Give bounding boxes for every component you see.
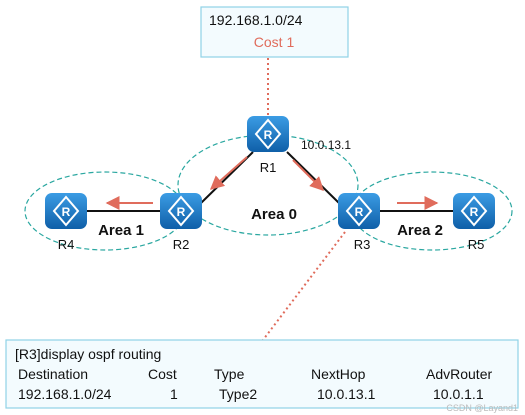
arrow-r1-to-r2 [209, 156, 248, 190]
header-nexthop: NextHop [311, 366, 366, 382]
cell-destination: 192.168.1.0/24 [18, 386, 112, 402]
cell-type: Type2 [219, 386, 257, 402]
header-advrouter: AdvRouter [426, 366, 492, 382]
svg-text:R: R [470, 205, 479, 219]
router-r5-label: R5 [468, 237, 485, 252]
area1-label: Area 1 [98, 222, 144, 239]
svg-text:R: R [62, 205, 71, 219]
cell-cost: 1 [170, 386, 178, 402]
router-r1-icon[interactable]: R [247, 116, 289, 152]
link-r1-r3 [286, 151, 341, 205]
router-r2-icon[interactable]: R [160, 193, 202, 229]
arrow-r1-to-r3 [292, 159, 324, 191]
svg-text:R: R [355, 205, 364, 219]
router-r3-label: R3 [354, 237, 371, 252]
router-r3-icon[interactable]: R [338, 193, 380, 229]
r1-interface-ip: 10.0.13.1 [301, 138, 351, 152]
area0-label: Area 0 [251, 206, 297, 223]
network-cost: Cost 1 [254, 34, 295, 50]
watermark: CSDN @Layand1 [446, 403, 518, 413]
router-r4-icon[interactable]: R [45, 193, 87, 229]
header-type: Type [214, 366, 245, 382]
router-r2-label: R2 [173, 237, 190, 252]
header-cost: Cost [148, 366, 177, 382]
cli-command: [R3]display ospf routing [15, 346, 161, 362]
router-r4-label: R4 [58, 237, 75, 252]
r3-table-connector [262, 231, 346, 341]
router-r5-icon[interactable]: R [453, 193, 495, 229]
svg-text:R: R [264, 128, 273, 142]
area2-label: Area 2 [397, 222, 443, 239]
router-r1-label: R1 [260, 160, 277, 175]
network-info-box: 192.168.1.0/24 Cost 1 [200, 6, 349, 58]
cell-advrouter: 10.0.1.1 [433, 386, 484, 402]
routing-table-box: [R3]display ospf routing Destination Cos… [5, 339, 519, 409]
svg-text:R: R [177, 205, 186, 219]
header-destination: Destination [18, 366, 88, 382]
cell-nexthop: 10.0.13.1 [317, 386, 376, 402]
network-prefix: 192.168.1.0/24 [209, 12, 303, 28]
